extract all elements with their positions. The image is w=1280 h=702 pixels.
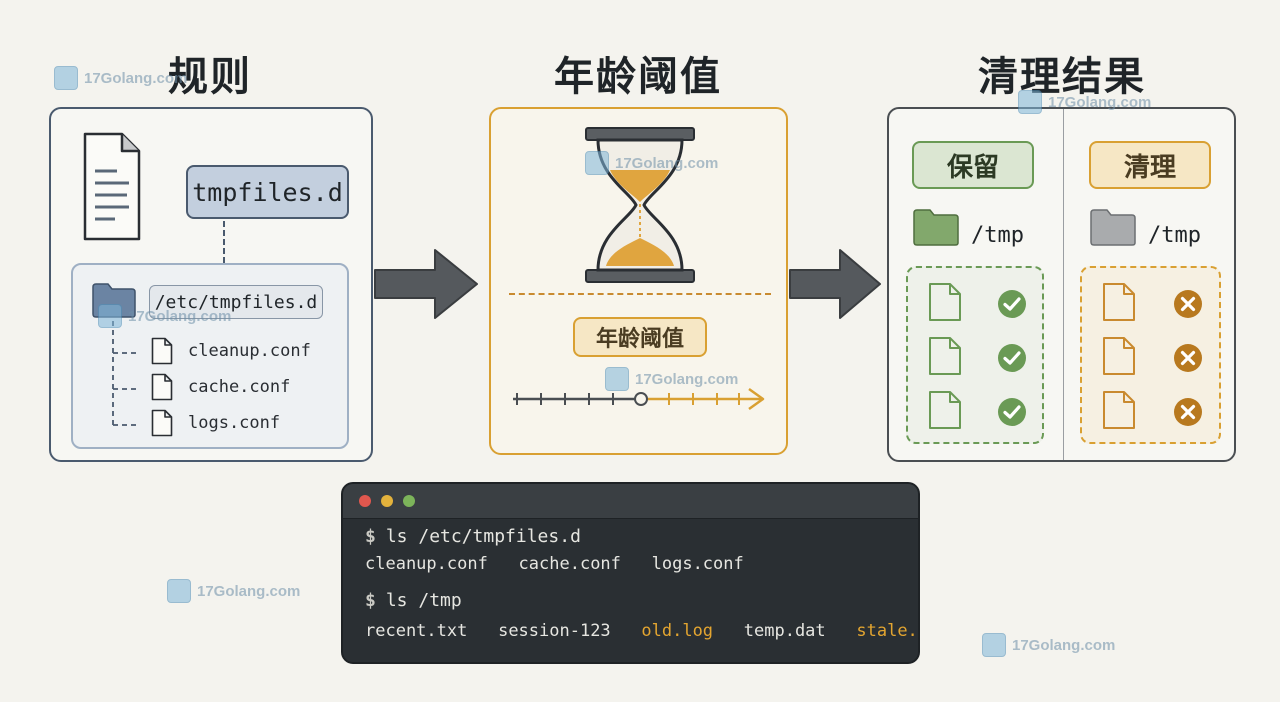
age-threshold-panel: 年龄阈值: [489, 107, 788, 455]
terminal-output-line: cleanup.conf cache.conf logs.conf: [365, 554, 744, 574]
flow-arrow-right-icon: [789, 249, 881, 319]
clean-directory-label: /tmp: [1148, 223, 1201, 248]
cross-icon: [1174, 344, 1202, 372]
column-divider: [1063, 109, 1064, 460]
divider-line: [509, 293, 771, 295]
directory-panel: /etc/tmpfiles.d cleanup.conf cache.conf …: [71, 263, 349, 449]
terminal-window: $ ls /etc/tmpfiles.d cleanup.conf cache.c…: [341, 482, 920, 664]
config-file-name: logs.conf: [188, 413, 281, 433]
kept-file-icon: [929, 337, 961, 375]
file-icon: [151, 409, 173, 437]
hourglass-icon: [585, 127, 695, 283]
directory-path-label: /etc/tmpfiles.d: [154, 291, 318, 313]
connector-line: [223, 221, 225, 263]
keep-tag: 保留: [912, 141, 1034, 189]
watermark-logo-icon: [982, 633, 1006, 657]
config-file-name: cache.conf: [188, 377, 291, 397]
file-tree-lines: [112, 321, 139, 426]
terminal-output-item: old.log: [641, 621, 714, 641]
terminal-title-bar: [343, 484, 918, 519]
watermark-logo: 17Golang.com: [167, 579, 300, 603]
check-icon: [998, 290, 1026, 318]
clean-label: 清理: [1123, 152, 1176, 183]
directory-folder-icon: [92, 283, 136, 318]
terminal-command: ls /tmp: [385, 590, 462, 611]
config-name-tag: tmpfiles.d: [186, 165, 349, 219]
cleaned-file-icon: [1103, 391, 1135, 429]
check-icon: [998, 398, 1026, 426]
directory-path-tag: /etc/tmpfiles.d: [149, 285, 323, 319]
terminal-command: ls /etc/tmpfiles.d: [385, 526, 581, 547]
cleaned-files-group: [1080, 266, 1221, 444]
cleanup-result-panel: 保留 /tmp 清理 /tmp: [887, 107, 1236, 462]
kept-file-icon: [929, 283, 961, 321]
maximize-window-dot-icon[interactable]: [403, 495, 415, 507]
section-title-age-threshold: 年龄阈值: [554, 54, 722, 100]
keep-label: 保留: [946, 152, 999, 183]
flow-arrow-right-icon: [374, 249, 478, 319]
config-name-label: tmpfiles.d: [192, 177, 343, 207]
terminal-command-line: $ ls /tmp: [365, 590, 462, 611]
terminal-output-item: recent.txt: [365, 621, 468, 641]
config-document-icon: [83, 132, 141, 241]
kept-files-group: [906, 266, 1044, 444]
terminal-prompt: $: [365, 526, 376, 547]
cross-icon: [1174, 398, 1202, 426]
close-window-dot-icon[interactable]: [359, 495, 371, 507]
watermark-text: 17Golang.com: [1012, 636, 1116, 654]
cleaned-file-icon: [1103, 337, 1135, 375]
file-icon: [151, 337, 173, 365]
section-title-rules: 规则: [168, 54, 252, 100]
clean-tag: 清理: [1089, 141, 1211, 189]
keep-directory-label: /tmp: [971, 223, 1024, 248]
age-threshold-label: 年龄阈值: [595, 327, 684, 352]
watermark-text: 17Golang.com: [197, 582, 301, 600]
terminal-prompt: $: [365, 590, 376, 611]
terminal-command-line: $ ls /etc/tmpfiles.d: [365, 526, 581, 547]
file-icon: [151, 373, 173, 401]
watermark-logo-icon: [167, 579, 191, 603]
kept-file-icon: [929, 391, 961, 429]
minimize-window-dot-icon[interactable]: [381, 495, 393, 507]
age-threshold-tag: 年龄阈值: [573, 317, 707, 357]
rules-panel: tmpfiles.d /etc/tmpfiles.d cleanup.conf …: [49, 107, 373, 462]
config-file-name: cleanup.conf: [188, 341, 311, 361]
terminal-output-line: recent.txt session-123 old.log temp.dat …: [365, 621, 918, 641]
cleaned-file-icon: [1103, 283, 1135, 321]
terminal-output-item: cache.conf: [518, 554, 621, 574]
terminal-output-item: cleanup.conf: [365, 554, 488, 574]
terminal-output-item: temp.dat: [743, 621, 826, 641]
clean-folder-icon: [1090, 209, 1136, 246]
check-icon: [998, 344, 1026, 372]
cross-icon: [1174, 290, 1202, 318]
age-timeline: [513, 387, 765, 411]
terminal-output-item: session-123: [498, 621, 611, 641]
section-title-cleanup-result: 清理结果: [978, 54, 1146, 100]
watermark-logo: 17Golang.com: [982, 633, 1115, 657]
terminal-output-item: stale.tmp: [856, 621, 918, 641]
keep-folder-icon: [913, 209, 959, 246]
terminal-output-item: logs.conf: [651, 554, 744, 574]
